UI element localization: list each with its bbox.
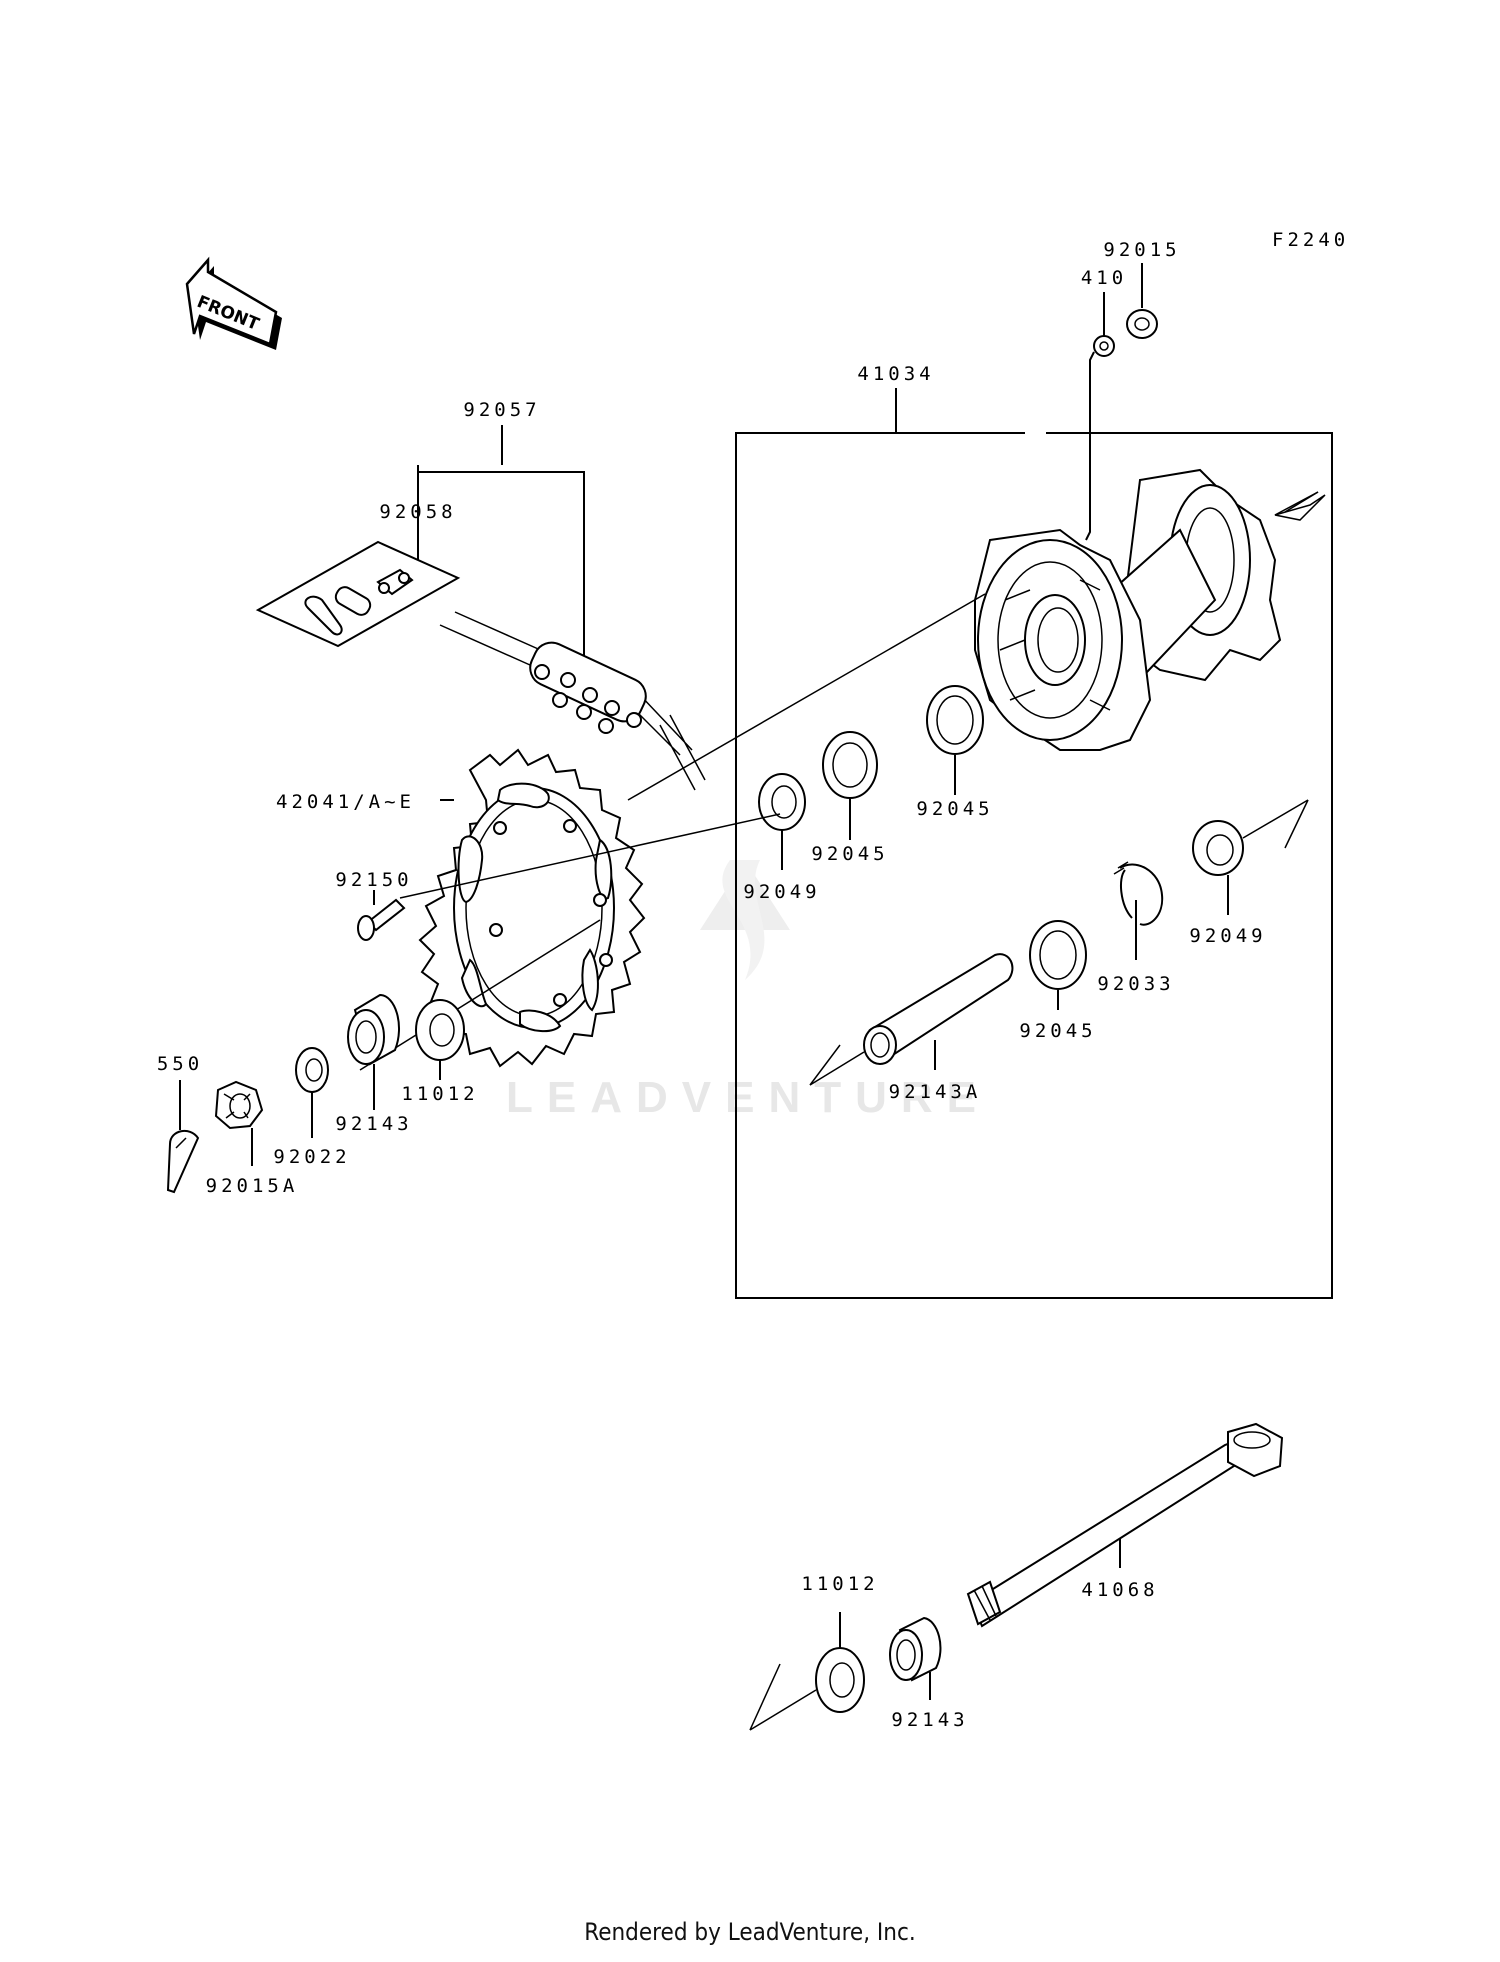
rear-hub — [974, 468, 1326, 751]
part-550-cotter-pin: 550 — [157, 1053, 203, 1194]
label-41068: 41068 — [1081, 1579, 1158, 1601]
part-41068-axle: 41068 — [966, 1422, 1284, 1628]
label-92022: 92022 — [273, 1146, 350, 1168]
label-92049-b: 92049 — [1189, 925, 1266, 947]
part-92143A-spacer: 92143A — [809, 953, 1014, 1103]
label-410: 410 — [1081, 267, 1127, 289]
footer-credit: Rendered by LeadVenture, Inc. — [584, 1918, 916, 1946]
label-92143-lower: 92143 — [891, 1709, 968, 1731]
front-arrow-icon: FRONT — [185, 256, 282, 350]
part-92045-bearing-a: 92045 — [916, 685, 993, 820]
label-92058-text: 92058 — [379, 501, 456, 523]
part-11012-seal-lower: 11012 — [749, 1573, 878, 1731]
part-92045-bearing-c: 92045 — [1019, 920, 1096, 1042]
part-92049-seal-a: 92049 — [743, 773, 820, 903]
label-92045-c: 92045 — [1019, 1020, 1096, 1042]
part-92033-circlip: 92033 — [1097, 861, 1174, 995]
label-92150: 92150 — [335, 869, 412, 891]
label-92015: 92015 — [1103, 239, 1180, 261]
part-92150-bolt: 92150 — [335, 813, 781, 941]
label-92049-a: 92049 — [743, 881, 820, 903]
part-11012-seal: 11012 — [401, 999, 478, 1105]
label-41034: 41034 — [857, 363, 934, 385]
part-92049-seal-b: 92049 — [1189, 799, 1309, 947]
part-92022-washer: 92022 — [273, 1047, 350, 1168]
part-92058-joint-kit: 92058 — [255, 501, 461, 648]
figure-code: F2240 — [1272, 229, 1349, 251]
label-92033: 92033 — [1097, 973, 1174, 995]
part-410: 410 — [1081, 267, 1127, 541]
watermark-text: LEADVENTURE — [506, 1073, 990, 1122]
label-550: 550 — [157, 1053, 203, 1075]
label-92057: 92057 — [463, 399, 540, 421]
watermark: LEADVENTURE — [506, 860, 990, 1122]
part-42041-sprocket: 42041/A~E — [276, 748, 646, 1068]
label-92045-a: 92045 — [916, 798, 993, 820]
label-92143: 92143 — [335, 1113, 412, 1135]
part-92015A-castle-nut: 92015A — [206, 1080, 299, 1197]
label-92143A: 92143A — [889, 1081, 982, 1103]
part-92015-nut: 92015 — [1103, 239, 1180, 339]
label-11012: 11012 — [401, 1083, 478, 1105]
part-92143-collar: 92143 — [335, 993, 412, 1135]
part-92057-chain: 92057 92058 — [417, 399, 706, 791]
part-92045-bearing-b: 92045 — [811, 731, 888, 865]
label-92045-b: 92045 — [811, 843, 888, 865]
label-92015A: 92015A — [206, 1175, 299, 1197]
hub-assembly-frame: 41034 — [735, 363, 1333, 1299]
part-92143-collar-lower: 92143 — [889, 1616, 968, 1731]
label-42041: 42041/A~E — [276, 791, 415, 813]
watermark-logo-icon — [700, 860, 790, 980]
label-11012-lower: 11012 — [801, 1573, 878, 1595]
